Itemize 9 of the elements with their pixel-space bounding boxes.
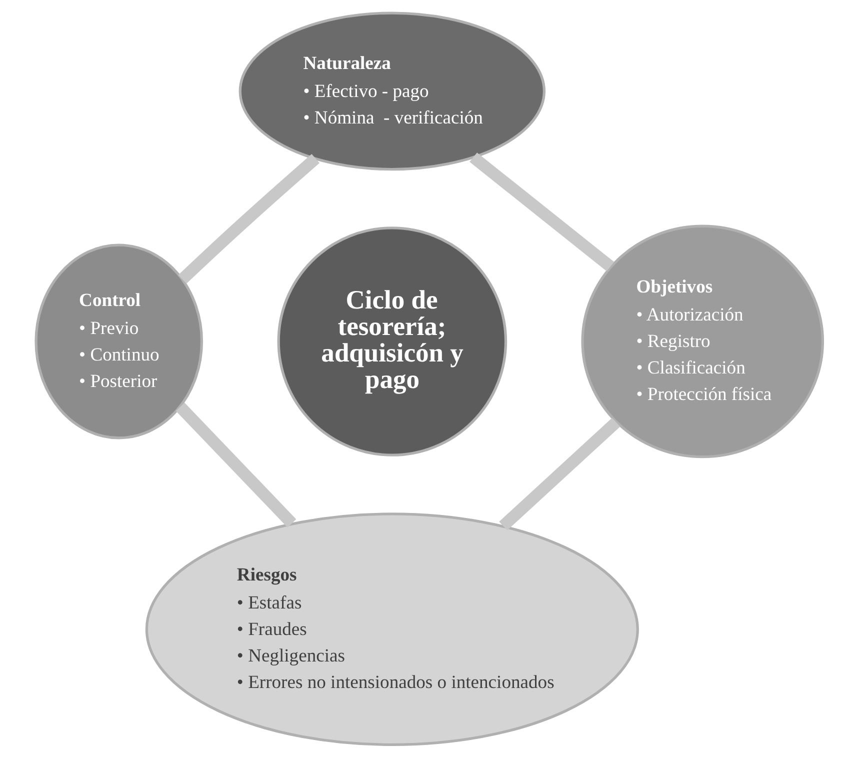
connector [499,418,620,530]
node-circle: Objetivos • Autorización • Registro • Clasificación • Protección física [581,224,824,458]
node-circle: Ciclo de tesorería; adquisicón y pago [277,226,508,456]
node-ellipse: Naturaleza • Efectivo - pago • Nómina - verificación [238,12,546,171]
connector [178,154,320,284]
node-ellipse: Riesgos • Estafas • Fraudes • Negligencias • Errores no intensionados o intencionados [145,512,639,746]
node-ellipse: Control • Previo • Continuo • Posterior [34,244,204,440]
connector [470,152,614,272]
connector [176,402,296,528]
